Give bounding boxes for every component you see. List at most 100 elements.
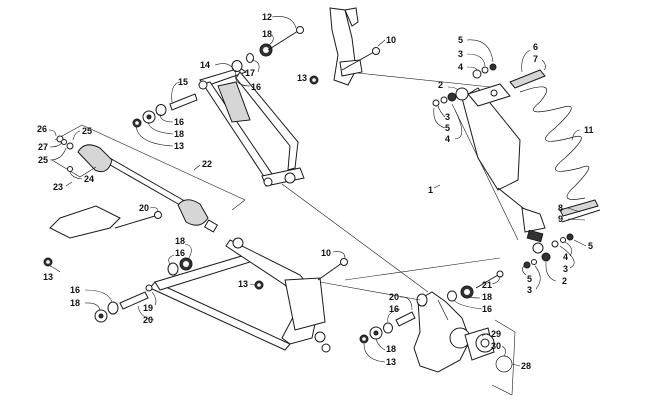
- callout-7: 7: [533, 54, 538, 64]
- callout-22: 22: [202, 159, 212, 169]
- sleeve-20-lower: [119, 291, 149, 310]
- callout-18: 18: [482, 292, 492, 302]
- bolt-10-lower: [317, 257, 501, 281]
- callout-20: 20: [139, 203, 149, 213]
- seal-18-lower-left: [94, 309, 108, 323]
- callout-18: 18: [262, 29, 272, 39]
- callout-10: 10: [321, 248, 331, 258]
- callout-3: 3: [563, 264, 568, 274]
- callout-25: 25: [38, 155, 48, 165]
- callout-3: 3: [445, 112, 450, 122]
- callout-3: 3: [527, 285, 532, 295]
- sleeve-20-knuckle: [395, 311, 416, 327]
- callout-27: 27: [38, 142, 48, 152]
- callout-16: 16: [251, 82, 261, 92]
- callout-24: 24: [84, 174, 94, 184]
- seal-18-upper: [259, 43, 273, 57]
- coil-spring: [509, 69, 601, 223]
- callout-5: 5: [527, 274, 532, 284]
- callout-4: 4: [458, 62, 463, 72]
- nut-13-lower-mid: [254, 280, 264, 290]
- bushing-16-knuckle: [383, 322, 393, 334]
- bushing-16-knuckle-top: [447, 290, 457, 302]
- callout-3: 3: [458, 49, 463, 59]
- callout-13: 13: [174, 141, 184, 151]
- arm-to-knuckle-leader: [281, 183, 429, 293]
- callout-19: 19: [143, 303, 153, 313]
- snap-ring-30: [495, 355, 513, 373]
- callout-5: 5: [458, 35, 463, 45]
- callout-16: 16: [482, 304, 492, 314]
- callout-16: 16: [175, 248, 185, 258]
- callout-10: 10: [386, 35, 396, 45]
- cv-axle: [51, 124, 246, 233]
- callouts: 12 18 10 14 17 16 13 15 16 18 13 26 25 2…: [37, 12, 594, 371]
- bolt-21: [475, 270, 504, 289]
- callout-17: 17: [245, 68, 255, 78]
- callout-2: 2: [438, 80, 443, 90]
- shock-leader: [454, 109, 519, 241]
- shock-hardware-bottom: [523, 233, 574, 269]
- seal-18-knuckle-top: [460, 285, 474, 299]
- callout-30: 30: [491, 341, 501, 351]
- callout-5: 5: [588, 241, 593, 251]
- upper-a-arm: [198, 67, 305, 187]
- callout-18: 18: [70, 298, 80, 308]
- callout-16: 16: [70, 285, 80, 295]
- callout-8: 8: [558, 203, 563, 213]
- callout-4: 4: [445, 134, 450, 144]
- bushing-16-lower-right: [167, 262, 179, 276]
- bearing-bracket-leader-3: [491, 384, 513, 396]
- callout-15: 15: [178, 77, 188, 87]
- callout-5: 5: [445, 123, 450, 133]
- callout-23: 23: [53, 182, 63, 192]
- callout-13: 13: [297, 73, 307, 83]
- seal-18-knuckle: [369, 326, 383, 340]
- nut-13-knuckle: [359, 334, 369, 344]
- callout-16: 16: [389, 304, 399, 314]
- callout-20: 20: [389, 292, 399, 302]
- callout-28: 28: [521, 361, 531, 371]
- callout-12: 12: [262, 12, 272, 22]
- nut-13-upper: [309, 75, 319, 85]
- callout-18: 18: [175, 236, 185, 246]
- callout-1: 1: [428, 185, 433, 195]
- bolt-12: [267, 26, 304, 51]
- bolt-20-left: [114, 211, 162, 229]
- callout-2: 2: [562, 276, 567, 286]
- callout-25: 25: [82, 126, 92, 136]
- callout-9: 9: [558, 214, 563, 224]
- seal-18-lower-right: [179, 257, 193, 271]
- nut-13-upper-left: [132, 118, 142, 128]
- washer-17: [246, 53, 254, 63]
- washer-19: [145, 284, 153, 292]
- callout-18: 18: [174, 129, 184, 139]
- callout-6: 6: [533, 42, 538, 52]
- callout-13: 13: [43, 272, 53, 282]
- callout-18: 18: [386, 344, 396, 354]
- shock-hardware-top: [432, 63, 497, 107]
- bushing-16-upper-right: [231, 60, 243, 72]
- bearing-29: [464, 327, 495, 361]
- callout-14: 14: [200, 60, 210, 70]
- steering-knuckle: [413, 291, 471, 373]
- callout-21: 21: [482, 280, 492, 290]
- sleeve-15: [169, 93, 198, 111]
- bushing-16-upper-left: [155, 104, 167, 116]
- bushing-16-lower-left: [107, 301, 119, 315]
- callout-13: 13: [238, 279, 248, 289]
- callout-13: 13: [386, 357, 396, 367]
- bearing-bracket-leader-2: [511, 331, 516, 396]
- lower-frame-bracket: [43, 205, 121, 267]
- callout-11: 11: [584, 125, 594, 135]
- callout-20: 20: [143, 315, 153, 325]
- lower-a-arm: [149, 237, 331, 353]
- shock-absorber: [455, 83, 546, 254]
- callout-4: 4: [563, 252, 568, 262]
- bolt-10-upper: [341, 47, 380, 71]
- callout-29: 29: [491, 329, 501, 339]
- callout-26: 26: [37, 124, 47, 134]
- callout-16: 16: [174, 117, 184, 127]
- bearing-bracket-leader: [494, 319, 516, 333]
